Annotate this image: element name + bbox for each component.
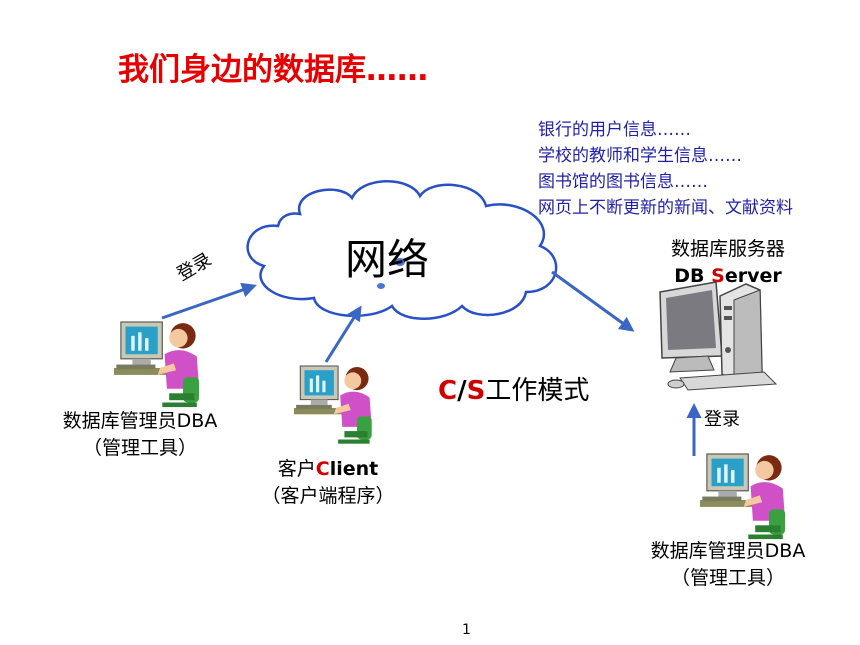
dba-right-line1: 数据库管理员DBA xyxy=(650,540,806,562)
client-rest: lient xyxy=(329,458,379,480)
client-c-letter: C xyxy=(315,458,330,480)
example-item: 银行的用户信息…… xyxy=(538,120,691,140)
login-label: 登录 xyxy=(704,409,740,430)
person-at-computer-icon xyxy=(699,453,786,540)
arrow-network-to-server xyxy=(551,270,635,332)
page-title: 我们身边的数据库…… xyxy=(118,52,428,88)
arrow-client-to-network xyxy=(324,305,362,363)
server-label-en: DB Server xyxy=(628,263,828,290)
cs-slash: / xyxy=(457,376,467,406)
cloud-dot-icon xyxy=(395,258,405,266)
cs-mode-text: 工作模式 xyxy=(485,376,590,406)
cs-mode-label: C/S工作模式 xyxy=(438,370,589,407)
server-db-text: DB xyxy=(674,265,712,287)
dba-right-line2: （管理工具） xyxy=(670,567,785,589)
client-prefix: 客户 xyxy=(277,458,316,480)
example-item: 网页上不断更新的新闻、文献资料 xyxy=(538,198,793,218)
person-at-computer-icon xyxy=(113,321,200,408)
cloud-dot-icon xyxy=(377,283,385,289)
server-label: 数据库服务器 DB Server xyxy=(628,236,828,290)
dba-left-line2: （管理工具） xyxy=(82,437,197,459)
page-number: 1 xyxy=(462,622,471,638)
client-label: 客户Client （客户端程序） xyxy=(228,456,428,510)
example-item: 图书馆的图书信息…… xyxy=(538,172,708,192)
server-erver-text: erver xyxy=(724,265,782,287)
database-examples-list: 银行的用户信息…… 学校的教师和学生信息…… 图书馆的图书信息…… 网页上不断更… xyxy=(538,117,793,221)
network-cloud xyxy=(246,180,558,320)
cs-c-letter: C xyxy=(438,376,458,406)
server-computer-icon xyxy=(659,281,778,391)
server-label-cn: 数据库服务器 xyxy=(670,238,785,260)
arrow-dba-to-network xyxy=(161,282,257,320)
example-item: 学校的教师和学生信息…… xyxy=(538,146,742,166)
dba-right-label: 数据库管理员DBA （管理工具） xyxy=(628,538,828,592)
client-line2: （客户端程序） xyxy=(261,485,395,507)
cs-s-letter: S xyxy=(466,376,486,406)
dba-left-label: 数据库管理员DBA （管理工具） xyxy=(40,408,240,462)
dba-left-line1: 数据库管理员DBA xyxy=(62,410,218,432)
person-at-computer-icon xyxy=(293,365,373,445)
network-label: 网络 xyxy=(345,235,430,284)
client-line1: 客户Client xyxy=(228,456,428,483)
server-s-letter: S xyxy=(711,265,725,287)
